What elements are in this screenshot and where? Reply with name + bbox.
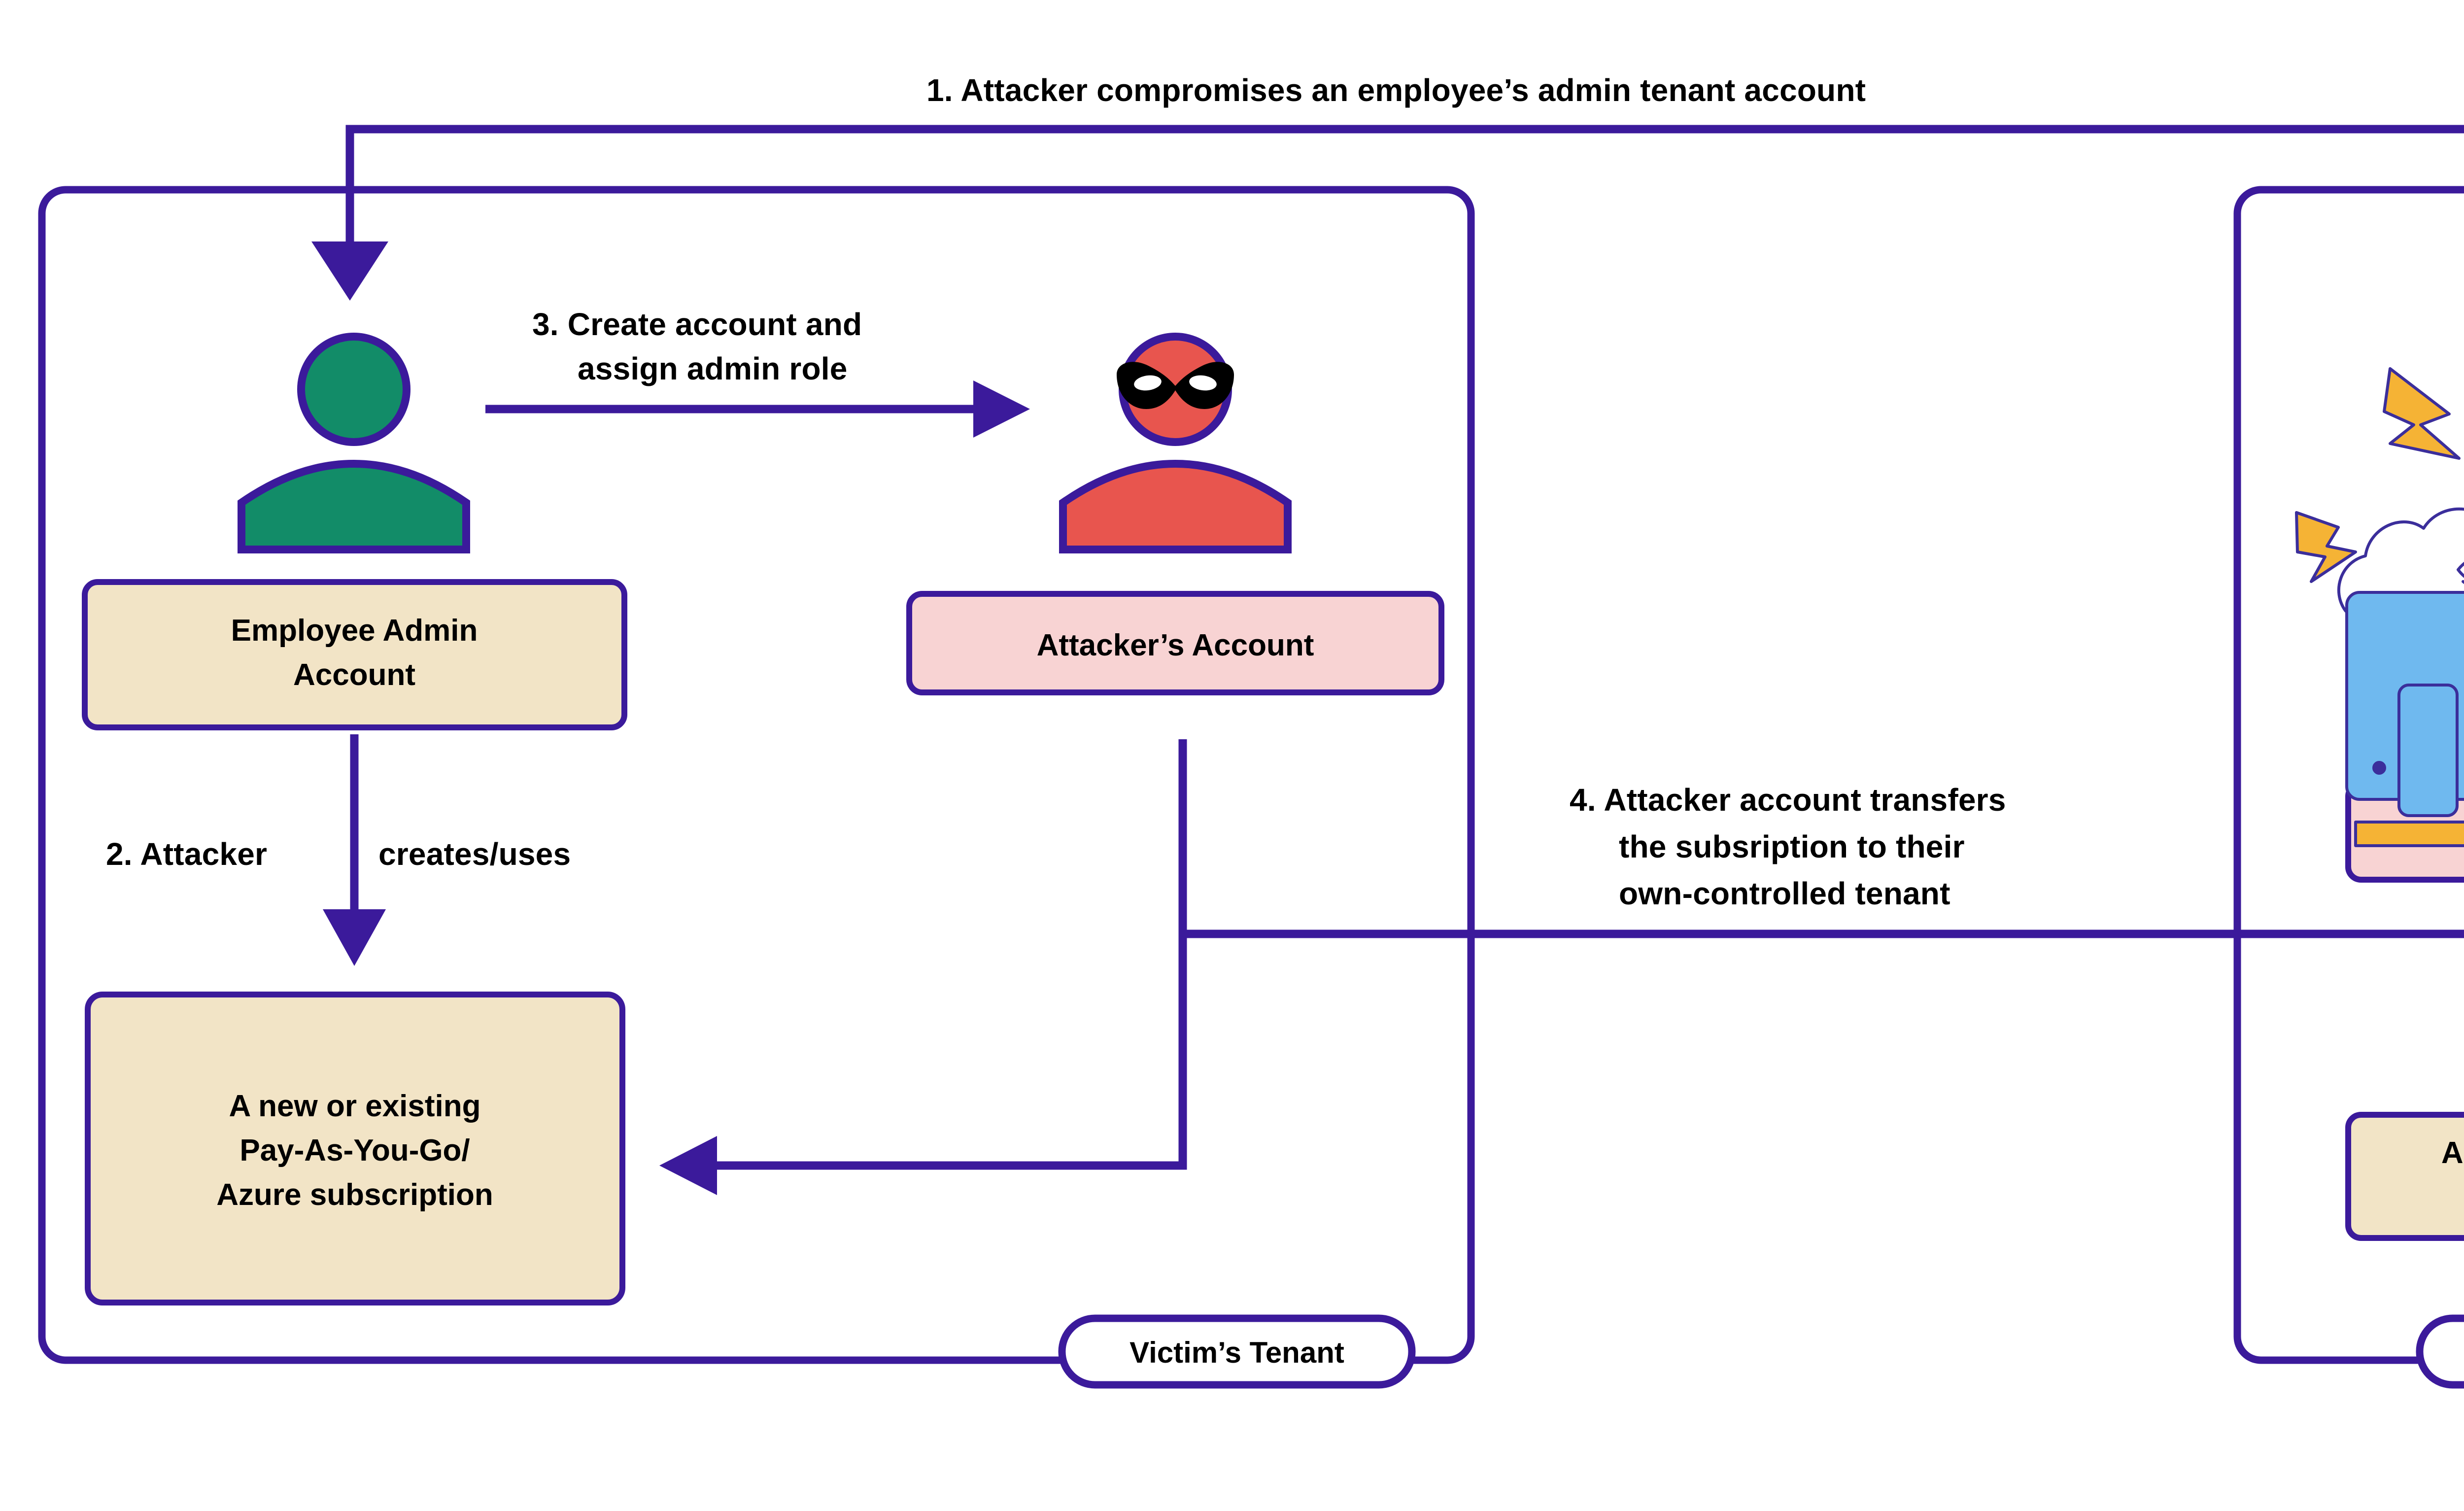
attackers-account-box[interactable] [906,591,1444,695]
victim-tenant-container [38,186,1475,1364]
employee-user-avatar [238,333,470,553]
subscription-return-arrowhead [659,1136,717,1195]
attacker-masked-avatar [1059,333,1292,553]
employee-admin-account-label-line1: Employee Admin [231,614,478,648]
azure-subscription-paid-by-victim-box[interactable] [2345,1112,2464,1241]
step3-label-line1: 3. Create account and [532,307,862,342]
attacker-tenant-pill: Attacker’s Tenant [2416,1314,2464,1389]
monitor-stand [2397,684,2459,817]
step3-arrow [485,380,1030,438]
cloud-eye-left [2457,561,2464,584]
lightning-bolt-left-lower [2295,511,2357,583]
victim-tenant-pill: Victim’s Tenant [1058,1314,1416,1389]
step1-label: 1. Attacker compromises an employee’s ad… [926,72,1866,108]
step2-arrow [323,734,386,966]
evil-hacker-scientist-illustration [2295,367,2464,847]
step4-label-line3: own-controlled tenant [1619,876,1951,911]
victim-tenant-label: Victim’s Tenant [1129,1336,1344,1369]
step4-label-line2: the subsription to their [1619,829,1965,864]
step1-arrowhead [311,241,388,301]
azure-subscription-label-line3: Azure subscription [216,1178,493,1212]
cloud-left [2337,507,2464,618]
azure-subscription-paid-label-line1: Azure subscription paid [2441,1136,2464,1170]
lightning-bolt-left-upper [2383,367,2461,460]
employee-admin-account-label-line2: Account [293,658,415,692]
azure-subscription-label-line2: Pay-As-You-Go/ [240,1133,470,1168]
attackers-account-label: Attacker’s Account [1037,628,1314,662]
step2-arrowhead [323,909,386,966]
subscription-to-attacker-account-arrow [659,739,1187,1195]
desk [2354,821,2464,847]
computer-monitor [2345,591,2464,817]
step3-arrowhead [973,380,1030,438]
step2-label-left: 2. Attacker [106,836,267,872]
employee-admin-account-box[interactable] [82,579,627,730]
step4-arrow [1183,929,2464,938]
step3-label-line2: assign admin role [578,351,848,386]
step2-label-right: creates/uses [378,836,571,872]
attacker-tenant-container [2233,186,2464,1364]
step1-arrow [311,125,2464,301]
azure-subscription-label-line1: A new or existing [229,1089,480,1123]
step4-label-line1: 4. Attacker account transfers [1570,782,2006,818]
azure-subscription-box[interactable] [85,992,625,1305]
